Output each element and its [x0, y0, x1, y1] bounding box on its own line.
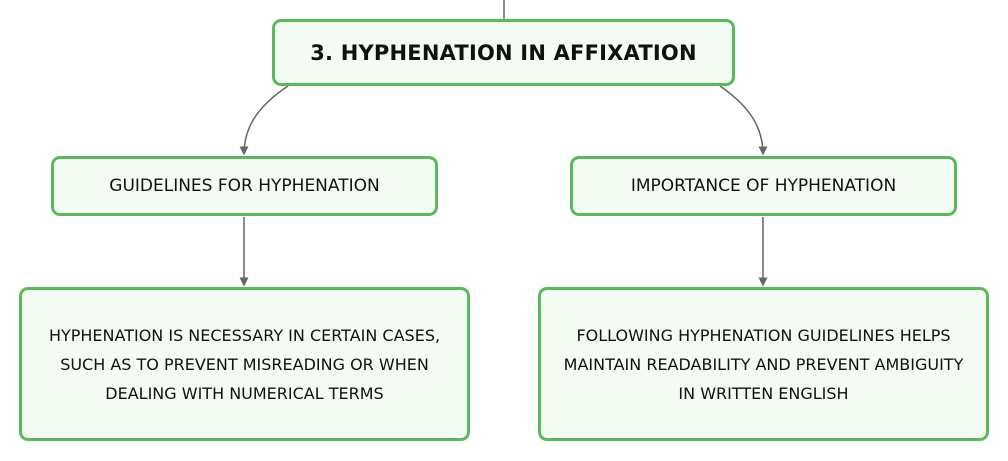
guidelines-detail-node[interactable]: HYPHENATION IS NECESSARY IN CERTAIN CASE…	[19, 287, 470, 441]
root-node-label: 3. HYPHENATION IN AFFIXATION	[310, 40, 697, 65]
guidelines-detail-text: HYPHENATION IS NECESSARY IN CERTAIN CASE…	[48, 325, 441, 403]
root-to-importance-connector	[719, 85, 768, 156]
guidelines-node-label: GUIDELINES FOR HYPHENATION	[109, 176, 380, 196]
root-to-guidelines-connector	[239, 85, 289, 156]
importance-node-label: IMPORTANCE OF HYPHENATION	[630, 176, 897, 196]
root-node[interactable]: 3. HYPHENATION IN AFFIXATION	[272, 19, 735, 86]
importance-detail-text: FOLLOWING HYPHENATION GUIDELINES HELPS M…	[563, 325, 964, 403]
guidelines-node[interactable]: GUIDELINES FOR HYPHENATION	[51, 156, 438, 216]
importance-detail-node[interactable]: FOLLOWING HYPHENATION GUIDELINES HELPS M…	[538, 287, 989, 441]
importance-node[interactable]: IMPORTANCE OF HYPHENATION	[570, 156, 957, 216]
